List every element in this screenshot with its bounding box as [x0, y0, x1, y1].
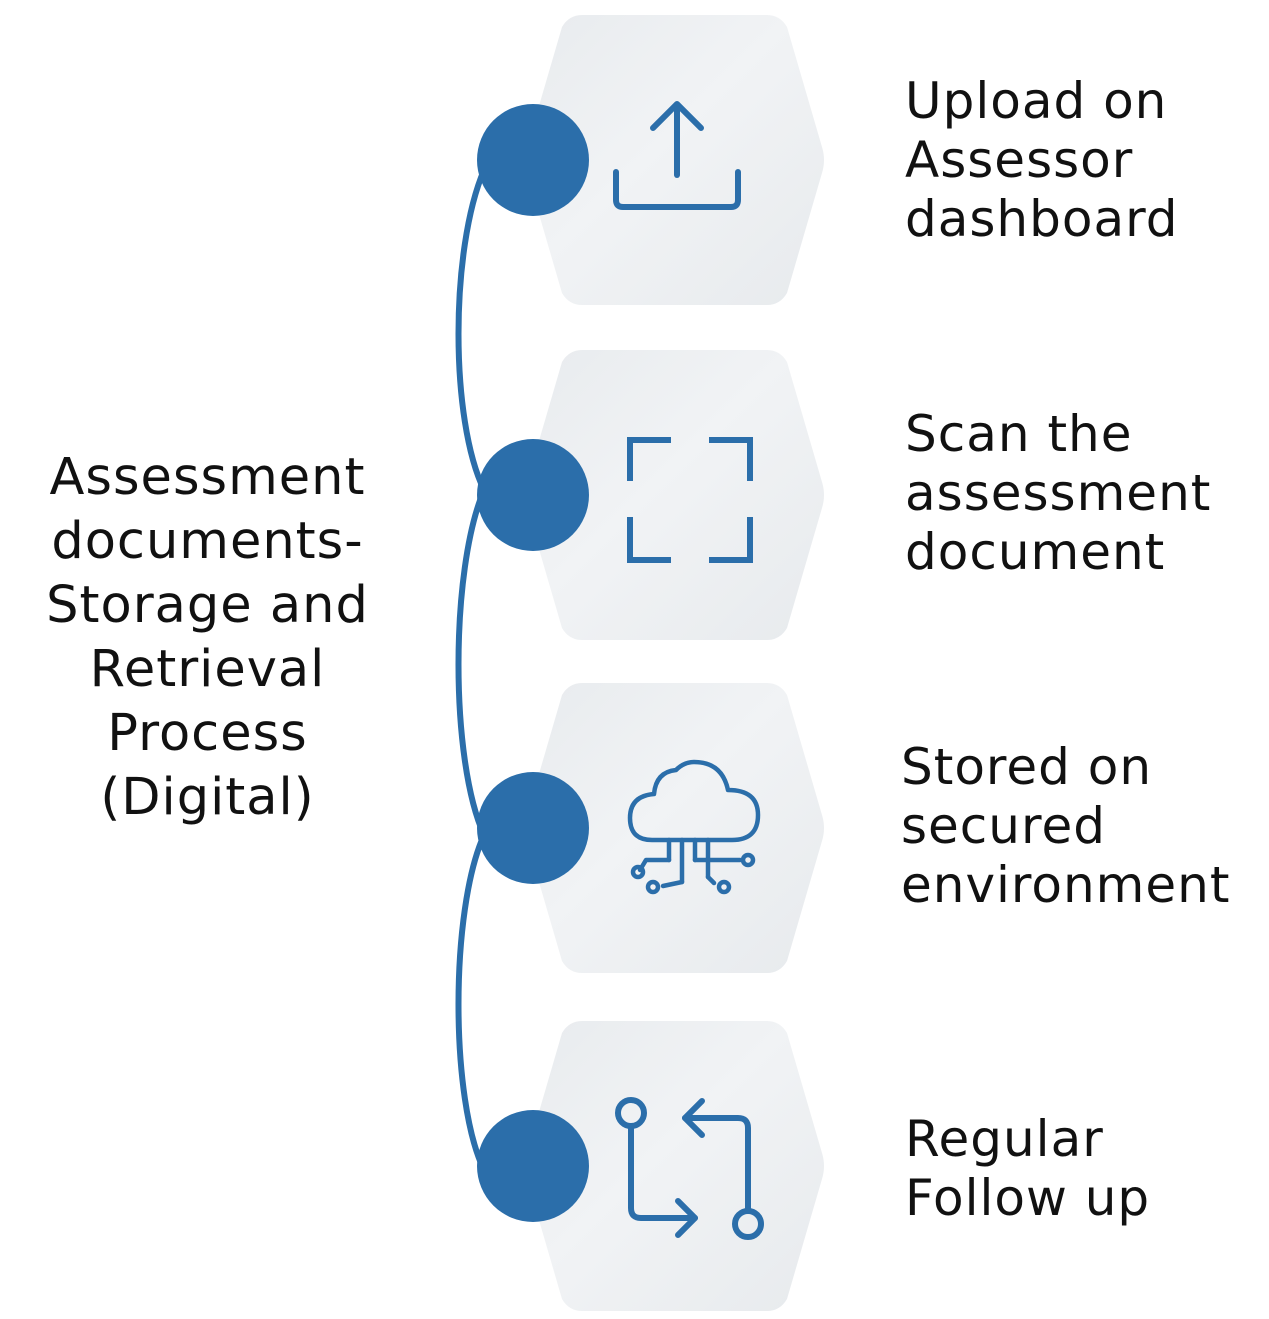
step-label-line: Follow up: [905, 1169, 1151, 1227]
step-label-line: Assessor: [905, 131, 1134, 189]
hexagon-step-3: [525, 683, 824, 973]
hexagon-step-2: [525, 350, 824, 640]
title-line: Storage and: [46, 576, 369, 635]
step-label-line: Regular: [905, 1110, 1104, 1168]
step-label-line: dashboard: [905, 190, 1179, 248]
follow-up-arrows-icon: [615, 1097, 764, 1240]
step-label-line: secured: [901, 797, 1106, 855]
title-line: (Digital): [100, 768, 315, 827]
diagram-title: Assessment documents- Storage and Retrie…: [20, 446, 395, 830]
step-marker-4: [477, 1110, 589, 1222]
step-label-scan: Scan the assessment document: [905, 405, 1265, 582]
connector-line: [455, 168, 488, 1172]
step-label-line: document: [905, 523, 1166, 581]
step-label-line: assessment: [905, 464, 1212, 522]
step-label-upload: Upload on Assessor dashboard: [905, 72, 1265, 249]
step-label-line: environment: [901, 856, 1231, 914]
title-line: documents-: [51, 512, 364, 571]
scan-frame-icon: [627, 437, 753, 563]
step-label-line: Upload on: [905, 72, 1168, 130]
title-line: Assessment: [49, 448, 366, 507]
step-marker-3: [477, 772, 589, 884]
step-marker-1: [477, 104, 589, 216]
step-label-line: Scan the: [905, 405, 1133, 463]
title-line: Retrieval: [89, 640, 326, 699]
step-marker-2: [477, 439, 589, 551]
step-label-line: Stored on: [901, 738, 1153, 796]
step-label-store: Stored on secured environment: [901, 738, 1261, 915]
upload-icon: [613, 101, 741, 210]
title-line: Process: [107, 704, 308, 763]
step-label-follow-up: Regular Follow up: [905, 1110, 1265, 1228]
cloud-network-icon: [627, 759, 761, 895]
